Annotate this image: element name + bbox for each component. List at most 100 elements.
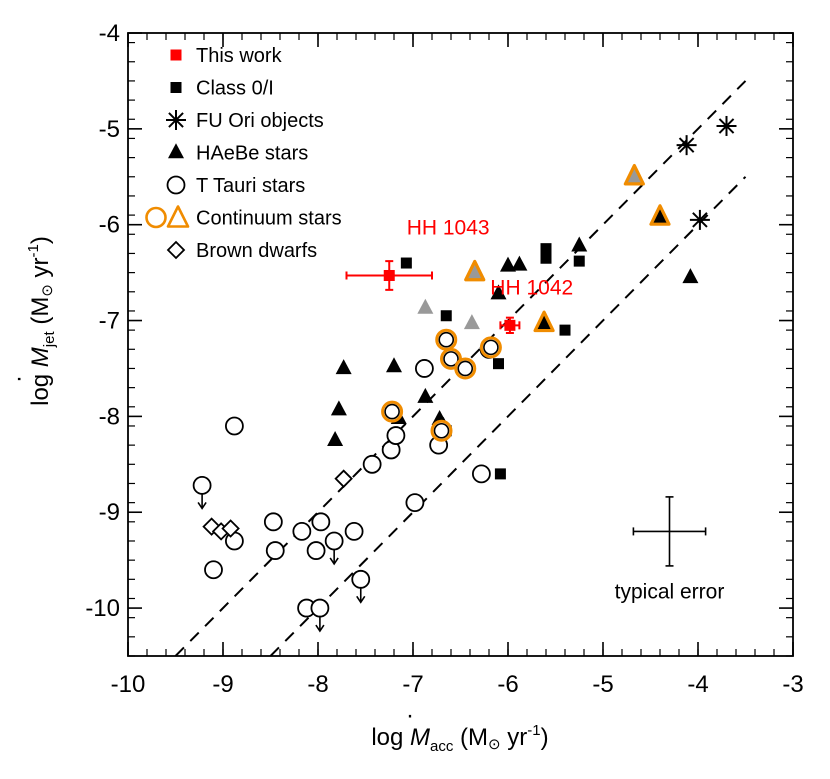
ttauri-point	[311, 512, 331, 532]
class0-point	[559, 324, 571, 336]
class0-point	[400, 257, 412, 269]
annotation-label: HH 1043	[407, 216, 490, 239]
ttauri-point	[306, 541, 326, 560]
haebe-gray-point	[417, 298, 434, 314]
y-axis-exp: -1	[25, 244, 42, 257]
continuum-circle-point	[454, 357, 477, 380]
x-tick-label: -9	[212, 671, 233, 698]
continuum-circle-inner	[438, 331, 455, 348]
continuum-triangle-point	[533, 310, 555, 333]
ttauri-point	[414, 359, 434, 378]
annotation-label: typical error	[615, 580, 725, 603]
continuum-circle-point	[479, 336, 502, 359]
y-axis-dot: ·	[5, 375, 32, 383]
class0-point	[440, 310, 452, 322]
annotation-label: HH 1042	[490, 277, 573, 300]
legend-entry: Class 0/I	[170, 78, 274, 100]
y-axis-prefix: log	[27, 367, 54, 406]
ttauri-point	[324, 531, 344, 551]
continuum-circle-inner	[443, 351, 459, 367]
legend-label: Brown dwarfs	[196, 240, 317, 262]
this-work-point	[504, 319, 516, 331]
brown-dwarf-point	[221, 519, 240, 538]
x-tick-label: -3	[782, 671, 803, 698]
legend-label: This work	[196, 45, 283, 67]
continuum-triangle-point	[649, 204, 671, 226]
ttauri-point	[471, 464, 491, 484]
y-tick-label: -7	[99, 308, 120, 335]
haebe-point	[386, 357, 402, 373]
legend-entry: T Tauri stars	[166, 175, 305, 197]
haebe-point	[335, 359, 352, 375]
ttauri-point	[224, 416, 244, 436]
x-tick-label: -5	[592, 671, 613, 698]
x-tick-label: -10	[111, 671, 146, 698]
class0-point	[493, 358, 504, 370]
legend-label: FU Ori objects	[196, 110, 324, 132]
x-axis-title: log Macc (M⊙ yr-1)	[371, 722, 548, 755]
fu-ori-point	[716, 115, 737, 136]
dashed-relation-line	[269, 176, 747, 656]
ttauri-point	[263, 512, 283, 532]
legend-label: Class 0/I	[196, 78, 274, 100]
haebe-point	[168, 143, 184, 159]
x-axis-unit-open: (M	[453, 724, 488, 751]
continuum-triangle-point	[623, 163, 645, 186]
continuum-triangle-point	[464, 259, 486, 282]
legend-label: T Tauri stars	[196, 175, 305, 197]
haebe-point	[330, 400, 347, 416]
y-tick-label: -8	[99, 403, 120, 430]
continuum-circle-inner	[457, 360, 474, 377]
annotations: HH 1043 HH 1042 typical error	[407, 216, 725, 603]
haebe-point	[417, 387, 434, 403]
y-axis-sun: ⊙	[39, 284, 56, 297]
x-tick-label: -6	[497, 671, 518, 698]
ttauri-point	[351, 569, 371, 589]
x-axis-symbol: M	[410, 724, 430, 751]
continuum-circle-point	[435, 328, 458, 351]
x-axis-dot: ·	[406, 702, 414, 729]
ttauri-point	[310, 598, 330, 618]
upper-limit-arrowhead	[356, 595, 366, 604]
brown-dwarf-point	[166, 240, 186, 260]
haebe-point	[490, 284, 507, 300]
upper-limit-arrowhead	[315, 624, 325, 633]
class0-point	[170, 82, 182, 93]
errorbar-layer	[197, 260, 707, 633]
legend-entry: Continuum stars	[145, 205, 342, 230]
y-tick-label: -10	[85, 595, 120, 622]
y-tick-label: -6	[99, 212, 120, 239]
ttauri-point	[292, 522, 312, 541]
continuum-circle-point	[430, 419, 453, 442]
haebe-point	[327, 431, 344, 447]
y-axis-close: )	[27, 236, 54, 244]
ttauri-point	[204, 560, 223, 580]
ttauri-point	[344, 522, 364, 541]
legend-entry: FU Ori objects	[166, 110, 324, 132]
class0-point	[540, 252, 552, 264]
ttauri-point	[265, 541, 285, 560]
upper-limit-arrowhead	[329, 557, 339, 566]
legend-entry: This work	[170, 45, 283, 67]
asterisk-stroke	[692, 212, 708, 228]
x-axis-close: )	[541, 724, 549, 751]
asterisk-stroke	[168, 112, 184, 128]
fu-ori-point	[166, 110, 186, 130]
continuum-circle-inner	[483, 339, 499, 356]
asterisk-stroke	[678, 137, 695, 153]
points-layer	[192, 115, 737, 618]
ttauri-point	[166, 175, 186, 195]
ttauri-point	[386, 426, 406, 445]
y-axis-sub: jet	[41, 331, 58, 349]
y-axis-symbol: M	[27, 347, 54, 367]
haebe-gray-point	[463, 314, 480, 330]
fu-ori-point	[689, 209, 710, 230]
legend-continuum-triangle	[166, 205, 190, 228]
fu-ori-point	[676, 135, 697, 156]
y-axis-title: log Mjet (M⊙ yr-1)	[25, 236, 58, 406]
x-axis-prefix: log	[371, 724, 410, 751]
haebe-point	[682, 268, 699, 284]
continuum-circle-point	[381, 400, 404, 423]
x-tick-label: -8	[307, 671, 328, 698]
x-axis-sun: ⊙	[488, 736, 501, 753]
